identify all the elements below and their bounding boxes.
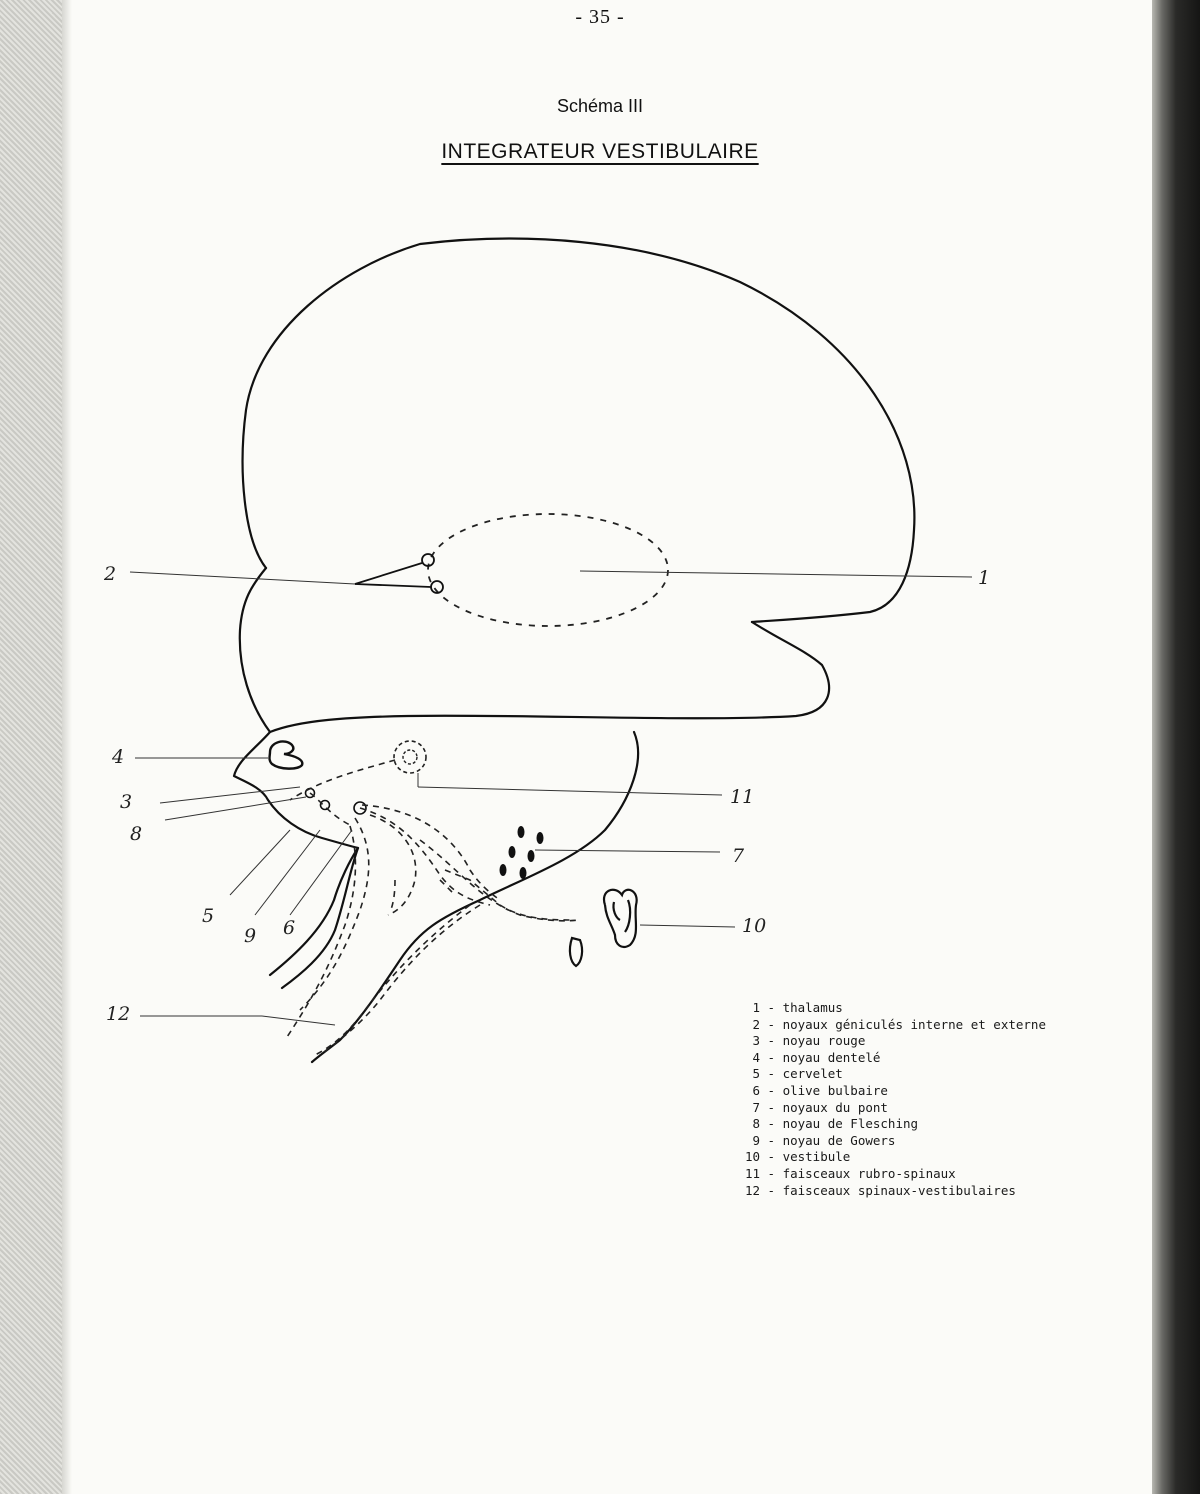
legend-item: 6 - olive bulbaire bbox=[752, 1082, 888, 1098]
callout-11: 11 bbox=[730, 786, 754, 808]
thalamus-shape bbox=[427, 513, 669, 627]
temporal-outline bbox=[238, 566, 831, 734]
legend: 1 - thalamus 2 - noyaux géniculés intern… bbox=[740, 1000, 1046, 1199]
callout-1: 1 bbox=[978, 567, 990, 589]
legend-item: 12 - faisceaux spinaux-vestibulaires bbox=[744, 1182, 1016, 1198]
callout-4: 4 bbox=[111, 746, 124, 768]
legend-item: 9 - noyau de Gowers bbox=[752, 1132, 896, 1148]
legend-item: 2 - noyaux géniculés interne et externe bbox=[752, 1016, 1046, 1032]
page-number: - 35 - bbox=[575, 6, 625, 28]
scan-right-border bbox=[1152, 0, 1200, 1494]
cerebrum-outline bbox=[241, 237, 916, 624]
cerebellum-outline bbox=[232, 730, 360, 977]
legend-item: 3 - noyau rouge bbox=[752, 1033, 866, 1049]
legend-item: 10 - vestibule bbox=[744, 1149, 851, 1165]
legend-item: 1 - thalamus bbox=[752, 1000, 843, 1015]
legend-item: 5 - cervelet bbox=[752, 1066, 843, 1082]
callout-12: 12 bbox=[106, 1003, 130, 1025]
callout-2: 2 bbox=[103, 563, 116, 585]
legend-item: 7 - noyaux du pont bbox=[752, 1099, 888, 1115]
scan-left-border bbox=[0, 0, 62, 1494]
callout-7: 7 bbox=[732, 845, 745, 867]
page-subtitle: INTEGRATEUR VESTIBULAIRE bbox=[0, 140, 1200, 164]
callout-5: 5 bbox=[202, 905, 214, 927]
legend-item: 8 - noyau de Flesching bbox=[752, 1116, 919, 1132]
brainstem-inner bbox=[280, 846, 360, 990]
brainstem-outline bbox=[310, 730, 640, 1064]
callout-9: 9 bbox=[244, 925, 256, 947]
vestibule-shape bbox=[602, 888, 638, 949]
page-subtitle-text: INTEGRATEUR VESTIBULAIRE bbox=[441, 140, 759, 163]
callout-6: 6 bbox=[283, 917, 295, 939]
geniculate-nucleus-1 bbox=[421, 553, 435, 567]
dentate-nucleus-shape bbox=[268, 740, 304, 770]
callout-8: 8 bbox=[130, 823, 142, 845]
callout-10: 10 bbox=[742, 915, 766, 937]
scan-left-shadow bbox=[62, 0, 72, 1494]
page-title: Schéma III bbox=[556, 96, 644, 116]
legend-item: 11 - faisceaux rubro-spinaux bbox=[744, 1165, 956, 1181]
legend-item: 4 - noyau dentelé bbox=[752, 1049, 881, 1065]
callout-3: 3 bbox=[120, 791, 132, 813]
red-nucleus-shape bbox=[393, 740, 427, 774]
